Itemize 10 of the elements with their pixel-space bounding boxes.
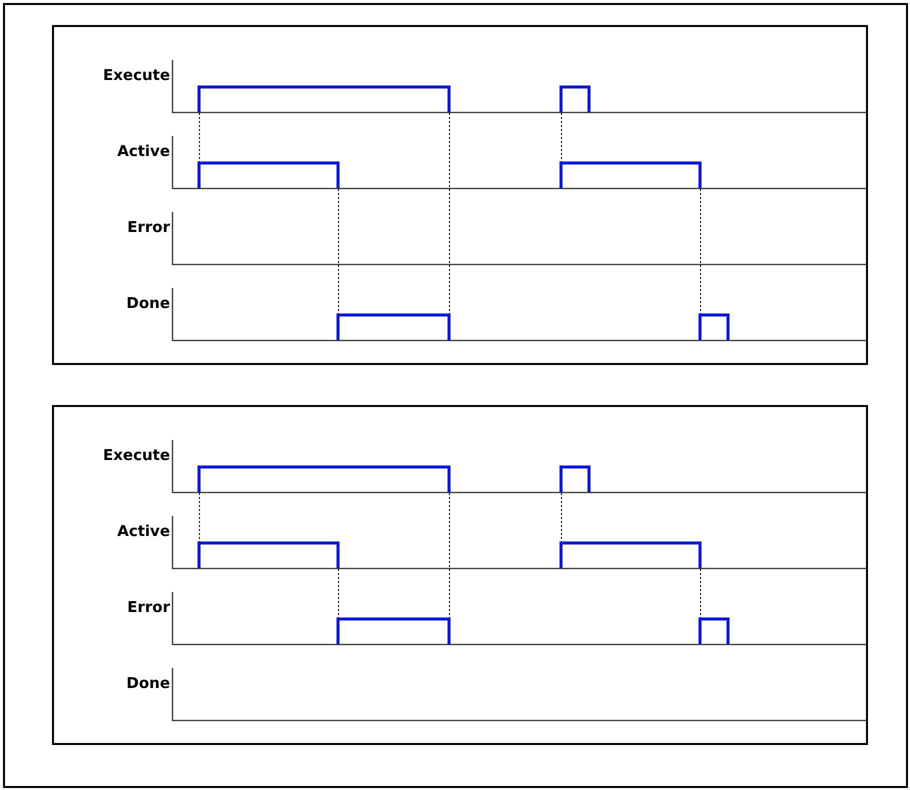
signal-label: Error bbox=[127, 598, 170, 616]
timing-panel bbox=[52, 405, 868, 745]
signal-label: Done bbox=[126, 674, 170, 692]
signal-label: Execute bbox=[102, 66, 170, 84]
signal-label: Execute bbox=[102, 446, 170, 464]
timing-panel bbox=[52, 25, 868, 365]
signal-label: Active bbox=[117, 142, 170, 160]
signal-label: Done bbox=[126, 294, 170, 312]
signal-label: Active bbox=[117, 522, 170, 540]
signal-label: Error bbox=[127, 218, 170, 236]
